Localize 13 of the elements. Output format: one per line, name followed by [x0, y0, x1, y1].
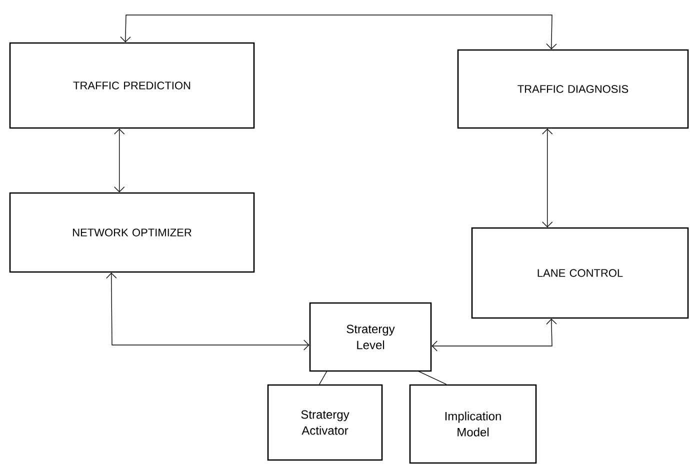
process-box: NETWORK OPTIMIZER	[9, 192, 255, 273]
process-box: Stratergy Activator	[267, 384, 383, 461]
connector	[432, 318, 557, 352]
connector	[319, 370, 328, 385]
connector	[120, 14, 557, 50]
connector	[106, 272, 310, 350]
process-box: TRAFFIC DIAGNOSIS	[457, 49, 689, 129]
process-box: Implication Model	[409, 384, 537, 464]
connector	[542, 128, 553, 228]
process-box: Stratergy Level	[309, 302, 432, 372]
process-box: LANE CONTROL	[471, 227, 689, 319]
connector	[114, 128, 125, 192]
process-box: TRAFFIC PREDICTION	[9, 42, 255, 129]
